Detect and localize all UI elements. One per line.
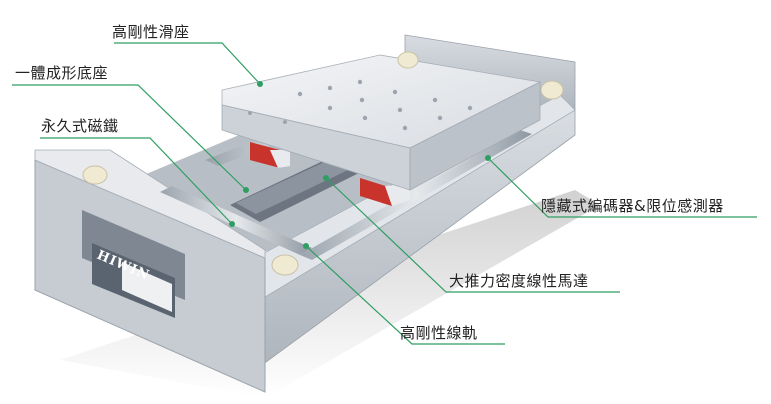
bumper-back-right [540,80,564,100]
block-cap-right [385,184,410,206]
leader-carriage [114,42,261,85]
leader-magnet [40,137,233,225]
bumper-back-left [397,51,419,69]
red-block-left [250,142,280,168]
callout-rail: 高剛性線軌 [400,324,478,342]
rail-left-section [160,186,312,255]
label-sticker [122,262,172,312]
leader-dots [229,81,491,249]
leader-encoder [487,157,757,218]
carriage-bolt-holes [248,79,473,131]
callout-encoder: 隱藏式編碼器&限位感測器 [541,197,724,215]
bumper-front-left [82,165,108,185]
callout-base: 一體成形底座 [15,64,109,82]
leader-motor [325,177,620,293]
leader-base [12,84,247,191]
callout-motor: 大推力密度線性馬達 [449,272,589,290]
callout-carriage: 高剛性滑座 [112,23,190,41]
leader-lines [12,42,757,345]
carriage-side-face [409,81,541,191]
callout-magnet: 永久式磁鐵 [41,117,119,135]
red-block-right [360,178,392,206]
block-cap-left [270,150,290,168]
rail-front [300,130,532,260]
leader-rail [305,245,505,345]
bumper-front-right [271,254,299,276]
